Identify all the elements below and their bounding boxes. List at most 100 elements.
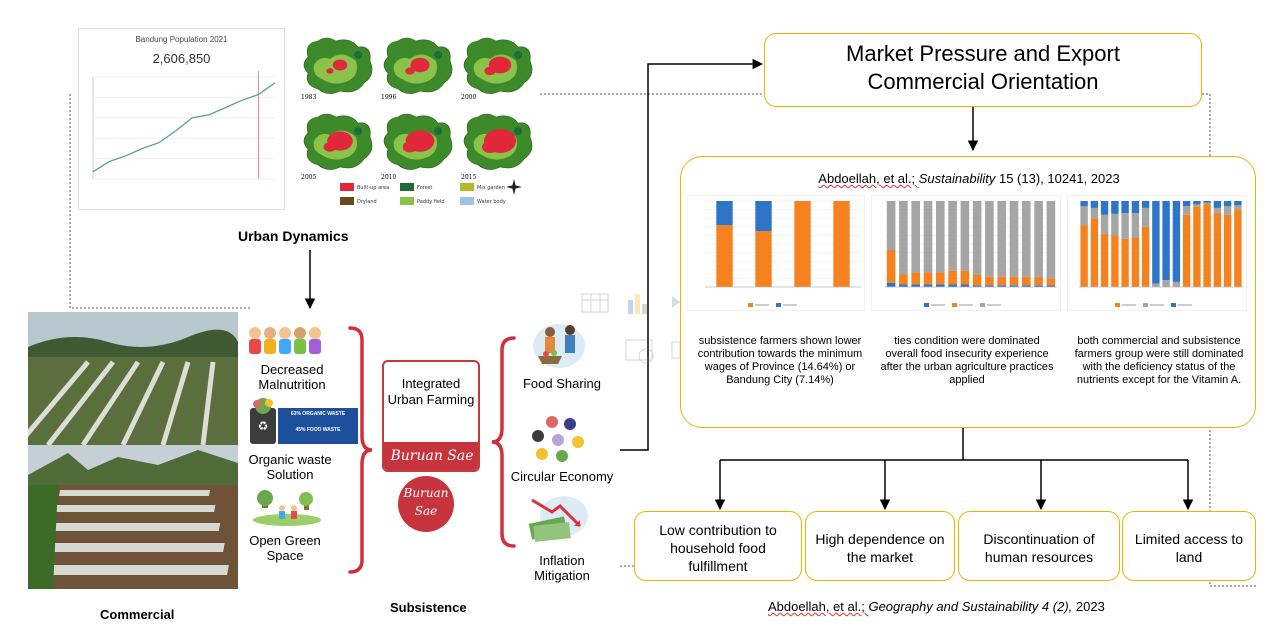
legend-swatch bbox=[980, 303, 985, 307]
legend-label: Dryland bbox=[357, 199, 377, 205]
bar-segment bbox=[1022, 276, 1031, 286]
finding-2: ties condition were dominated overall fo… bbox=[880, 335, 1054, 386]
chart-wages bbox=[687, 195, 865, 311]
bar-segment bbox=[1203, 202, 1211, 205]
farm-photo-top bbox=[28, 312, 238, 445]
integrated-urban-farming-title: Integrated Urban Farming bbox=[387, 376, 475, 407]
land-use-map: 2010 bbox=[381, 113, 453, 181]
citation-2: Abdoellah, et al.; Geography and Sustain… bbox=[768, 599, 1105, 614]
bar-segment bbox=[1223, 206, 1232, 215]
bar-segment bbox=[1100, 201, 1109, 215]
legend-swatch bbox=[1143, 303, 1148, 307]
circular-economy-graphic bbox=[528, 414, 588, 464]
inflation-mitigation: Inflation Mitigation bbox=[534, 553, 590, 583]
bar-segment bbox=[1131, 213, 1140, 238]
chart-nutrients bbox=[1067, 195, 1247, 311]
bar-segment bbox=[1090, 201, 1099, 208]
bar-segment bbox=[794, 201, 811, 287]
bar-segment bbox=[1009, 276, 1019, 286]
bar-segment bbox=[1009, 201, 1019, 277]
legend-label: Water body bbox=[477, 199, 506, 205]
bar-segment bbox=[1121, 213, 1129, 239]
population-series-line bbox=[92, 82, 276, 173]
bar-segment bbox=[1046, 201, 1056, 279]
farm-photo-bottom bbox=[28, 445, 238, 589]
bar-segment bbox=[936, 201, 945, 273]
bar-segment bbox=[1090, 218, 1099, 287]
bar-segment bbox=[1009, 285, 1019, 287]
bar-segment bbox=[1100, 233, 1109, 287]
bar-segment bbox=[833, 201, 850, 287]
bar-segment bbox=[1111, 201, 1119, 214]
bar-segment bbox=[1121, 238, 1129, 287]
bar-segment bbox=[985, 285, 994, 287]
bar-segment bbox=[1121, 201, 1129, 213]
inflation-graphic bbox=[524, 494, 590, 544]
bar-segment bbox=[899, 274, 908, 285]
bar-segment bbox=[985, 276, 994, 286]
bar-segment bbox=[1182, 201, 1191, 207]
legend-swatch bbox=[460, 197, 474, 205]
outcome-low-contribution: Low contribution to household food fulfi… bbox=[634, 511, 802, 581]
bar-segment bbox=[1223, 214, 1232, 287]
legend-swatch bbox=[1115, 303, 1120, 307]
circular-economy: Circular Economy bbox=[510, 469, 614, 484]
bar-segment bbox=[911, 272, 920, 285]
left-bracket bbox=[348, 326, 373, 574]
legend-swatch bbox=[1171, 303, 1176, 307]
legend-swatch bbox=[924, 303, 929, 307]
bar-segment bbox=[755, 201, 772, 232]
population-line-chart bbox=[92, 71, 276, 180]
findings-box: Abdoellah, et al.; Sustainability 15 (13… bbox=[680, 156, 1256, 428]
land-use-map: 2000 bbox=[461, 37, 533, 101]
bar-segment bbox=[1152, 201, 1160, 284]
bar-segment bbox=[997, 285, 1006, 287]
bar-segment bbox=[1193, 204, 1201, 207]
legend-swatch bbox=[776, 303, 781, 307]
land-use-map: 1983 bbox=[301, 37, 373, 101]
bar-segment bbox=[972, 285, 982, 287]
bar-segment bbox=[1182, 214, 1191, 287]
citation-1: Abdoellah, et al.; Sustainability 15 (13… bbox=[818, 171, 1120, 186]
organic-waste-graphic: ♻ 63% ORGANIC WASTE 45% FOOD WASTE bbox=[248, 398, 360, 446]
bar-segment bbox=[972, 275, 982, 286]
bar-segment bbox=[1034, 277, 1043, 286]
bar-segment bbox=[1141, 201, 1150, 208]
bar-segment bbox=[1080, 225, 1088, 287]
bar-segment bbox=[1213, 213, 1222, 287]
population-value: 2,606,850 bbox=[152, 51, 211, 66]
map-year-label: 1983 bbox=[301, 94, 316, 101]
chart-food-insecurity bbox=[871, 195, 1061, 311]
legend-swatch bbox=[400, 197, 414, 205]
bar-segment bbox=[1162, 280, 1170, 287]
bar-segment bbox=[997, 201, 1006, 277]
bar-segment bbox=[948, 284, 957, 287]
legend-swatch bbox=[748, 303, 753, 307]
subsistence-label: Subsistence bbox=[390, 600, 467, 615]
bar-segment bbox=[1234, 205, 1242, 210]
legend-label: Paddy field bbox=[417, 199, 445, 205]
legend-label: Forest bbox=[417, 185, 432, 191]
bar-segment bbox=[997, 276, 1006, 286]
bar-segment bbox=[936, 284, 945, 287]
buruan-sae-logo: Buruan Sae bbox=[398, 476, 454, 532]
bar-segment bbox=[972, 201, 982, 275]
bar-segment bbox=[1162, 201, 1170, 281]
integrated-urban-farming-box: Integrated Urban Farming Buruan Sae bbox=[382, 360, 480, 472]
legend-swatch bbox=[400, 183, 414, 191]
waste-badge-text-2: 45% FOOD WASTE bbox=[295, 427, 341, 433]
bar-segment bbox=[1172, 281, 1181, 287]
bar-segment bbox=[1193, 206, 1201, 287]
bar-segment bbox=[1223, 201, 1232, 207]
bar-segment bbox=[1213, 201, 1222, 208]
green-space-graphic bbox=[252, 490, 322, 526]
bar-segment bbox=[899, 201, 908, 275]
bar-segment bbox=[1193, 201, 1201, 205]
bar-segment bbox=[899, 284, 908, 287]
market-pressure-title: Market Pressure and Export Commercial Or… bbox=[846, 41, 1120, 94]
bar-segment bbox=[1131, 201, 1140, 213]
bar-segment bbox=[1111, 213, 1119, 236]
bar-segment bbox=[1100, 214, 1109, 234]
map-year-label: 1996 bbox=[381, 94, 396, 101]
